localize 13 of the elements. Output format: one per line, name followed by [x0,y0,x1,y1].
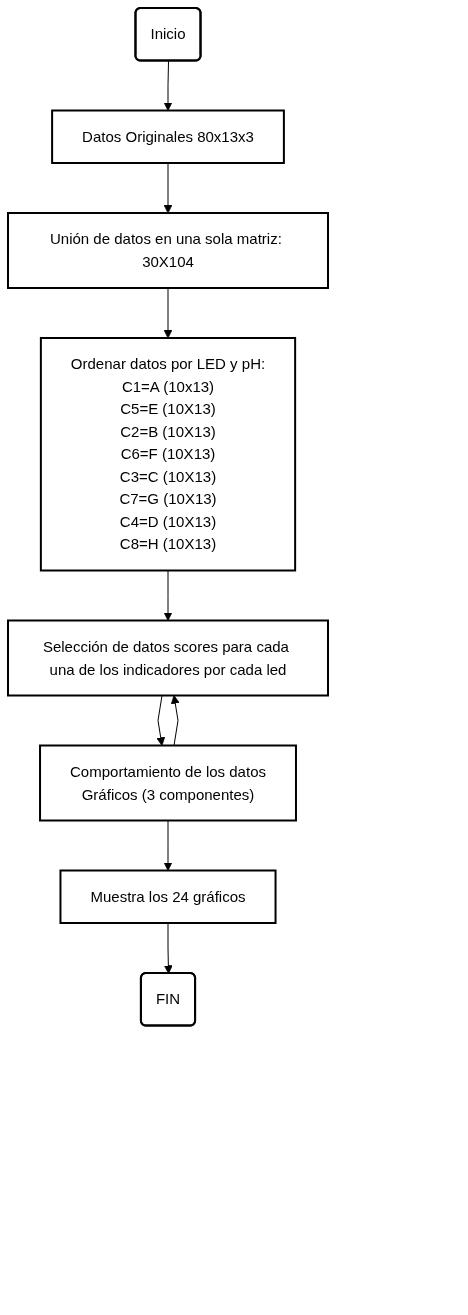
arrow [156,695,166,746]
arrow [163,570,173,621]
arrow [163,287,173,339]
arrow [163,820,173,871]
node-box: Unión de datos en una sola matriz: 30X104 [7,212,329,289]
arrow [163,162,173,214]
arrow [170,695,180,746]
node-box: Comportamiento de los datos Gráficos (3 componentes) [39,744,297,822]
node-box: Ordenar datos por LED y pH: C1=A (10x13) C5=E (10X13) C2=B (10X13) C6=F (10X13) C3=C (10X13) C7=G (10X13) C4=D (10X13) C8=H (10X13) [39,337,297,572]
node-box: Datos Originales 80x13x3 [51,109,285,164]
node-box: Muestra los 24 gráficos [59,869,277,924]
arrow [163,922,173,974]
node-box: Selección de datos scores para cada una de los indicadores por cada led [7,619,329,697]
